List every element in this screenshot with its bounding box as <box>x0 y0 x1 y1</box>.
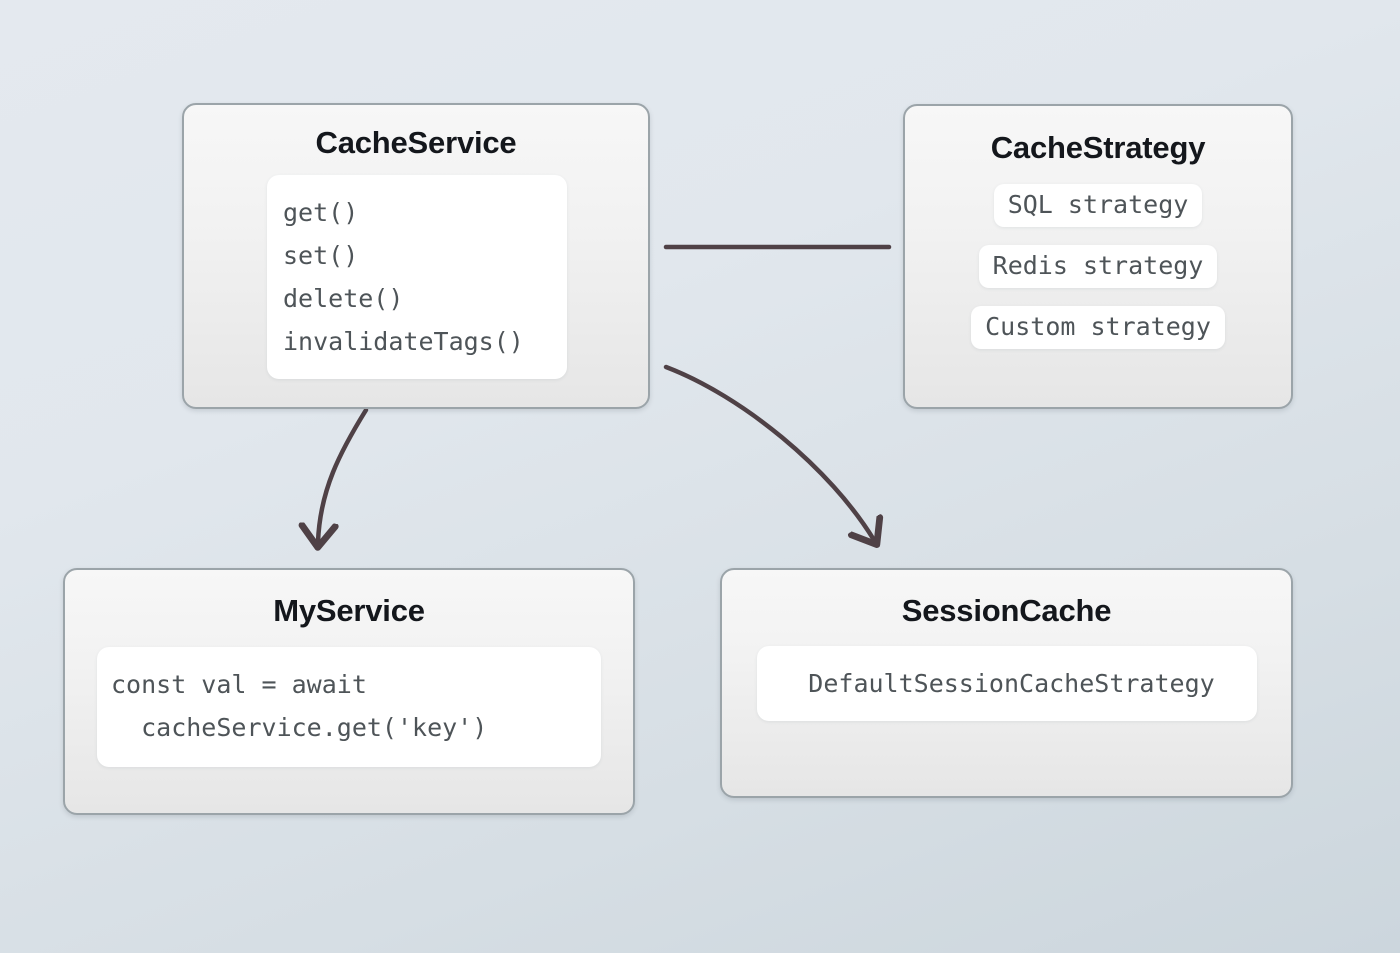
node-my-service-title: MyService <box>273 593 425 628</box>
node-cache-strategy-title: CacheStrategy <box>990 130 1206 165</box>
strategy-chip-list: SQL strategy Redis strategy Custom strat… <box>905 184 1291 349</box>
cache-service-methods-panel: get() set() delete() invalidateTags() <box>267 175 567 379</box>
method-item: set() <box>283 241 359 270</box>
node-cache-service[interactable]: CacheService get() set() delete() invali… <box>182 103 650 409</box>
node-session-cache[interactable]: SessionCache DefaultSessionCacheStrategy <box>720 568 1293 798</box>
node-cache-strategy[interactable]: CacheStrategy SQL strategy Redis strateg… <box>903 104 1293 409</box>
node-session-cache-title: SessionCache <box>901 593 1112 628</box>
strategy-chip-row: SQL strategy <box>905 184 1291 227</box>
strategy-chip[interactable]: SQL strategy <box>993 184 1203 227</box>
strategy-chip-row: Redis strategy <box>905 245 1291 288</box>
node-my-service[interactable]: MyService const val = await cacheService… <box>63 568 635 815</box>
method-item: invalidateTags() <box>283 327 524 356</box>
method-item: get() <box>283 198 359 227</box>
node-cache-service-title: CacheService <box>315 125 517 160</box>
code-line: const val = await <box>111 670 367 699</box>
edge-cacheservice-myservice <box>318 407 369 542</box>
my-service-code-panel: const val = await cacheService.get('key'… <box>97 647 601 767</box>
method-item: delete() <box>283 284 404 313</box>
strategy-chip[interactable]: Redis strategy <box>978 245 1218 288</box>
session-cache-strategy-panel: DefaultSessionCacheStrategy <box>756 646 1257 721</box>
edge-cacheservice-sessioncache <box>663 364 874 540</box>
strategy-chip-row: Custom strategy <box>905 306 1291 349</box>
session-cache-strategy-label: DefaultSessionCacheStrategy <box>808 669 1215 698</box>
code-line: cacheService.get('key') <box>111 713 488 742</box>
strategy-chip[interactable]: Custom strategy <box>971 306 1225 349</box>
